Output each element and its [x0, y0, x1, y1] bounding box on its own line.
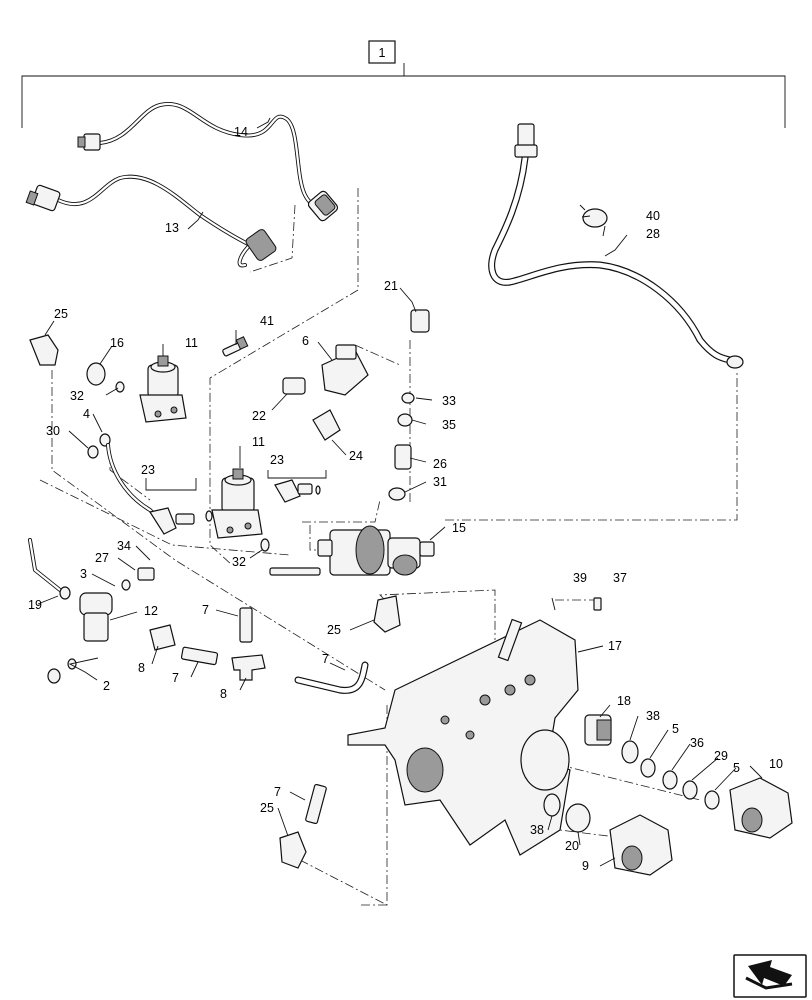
callout-6: 6: [302, 334, 309, 348]
callout-31: 31: [433, 475, 447, 489]
callout-41: 41: [260, 314, 274, 328]
callout-26: 26: [433, 457, 447, 471]
coupler-18: [584, 714, 612, 746]
leader-lines: [37, 117, 763, 867]
callout-37: 37: [613, 571, 627, 585]
callout-8b: 8: [220, 687, 227, 701]
callout-12: 12: [144, 604, 158, 618]
wire-harness-13: [25, 174, 277, 268]
callout-2: 2: [103, 679, 110, 693]
callout-14: 14: [234, 125, 248, 139]
callout-23a: 23: [141, 463, 155, 477]
callout-13: 13: [165, 221, 179, 235]
callout-25a: 25: [54, 307, 68, 321]
callout-7b: 7: [322, 652, 329, 666]
wire-harness-14: [77, 102, 339, 222]
callout-11a: 11: [185, 336, 198, 350]
callout-35: 35: [442, 418, 456, 432]
callout-16: 16: [110, 336, 124, 350]
callout-32a: 32: [70, 389, 84, 403]
solenoid-valve-11-upper: [139, 355, 187, 423]
callout-38b: 38: [530, 823, 544, 837]
elbow-25-lower: [279, 831, 307, 869]
callout-11b: 11: [252, 435, 265, 449]
callout-9: 9: [582, 859, 589, 873]
callout-20: 20: [565, 839, 579, 853]
callout-5b: 5: [733, 761, 740, 775]
callout-5a: 5: [672, 722, 679, 736]
hose-28: [488, 123, 744, 369]
valve-block-15: [317, 525, 435, 576]
callout-19: 19: [28, 598, 42, 612]
assembly-bracket: [21, 40, 786, 128]
callout-27: 27: [95, 551, 109, 565]
callout-39: 39: [573, 571, 587, 585]
callout-7a: 7: [202, 603, 209, 617]
callout-33: 33: [442, 394, 456, 408]
coupler-10: [729, 777, 793, 839]
callout-22: 22: [252, 409, 266, 423]
callout-38a: 38: [646, 709, 660, 723]
callout-25b: 25: [327, 623, 341, 637]
callout-28: 28: [646, 227, 660, 241]
callout-23b: 23: [270, 453, 284, 467]
callout-18: 18: [617, 694, 631, 708]
filter-12: [28, 538, 155, 684]
callout-7d: 7: [274, 785, 281, 799]
elbow-25-middle: [373, 595, 401, 633]
tubes-7: [180, 607, 369, 825]
parts-37-39: [551, 597, 602, 611]
callout-10: 10: [769, 757, 783, 771]
callout-40: 40: [646, 209, 660, 223]
mounting-plate-17: [347, 618, 579, 856]
callout-29: 29: [714, 749, 728, 763]
callout-30: 30: [46, 424, 60, 438]
hose-clamp-40: [579, 204, 608, 237]
tee-fittings-8: [149, 624, 266, 681]
callout-24: 24: [349, 449, 363, 463]
callout-8a: 8: [138, 661, 145, 675]
callout-3: 3: [80, 567, 87, 581]
callout-labels: 1 14 13 40 28 21 25 41 11 16 6 32 33 22 …: [28, 46, 783, 873]
callout-17: 17: [608, 639, 622, 653]
callout-21: 21: [384, 279, 398, 293]
callout-25c: 25: [260, 801, 274, 815]
retaining-rings: [543, 740, 720, 817]
callout-34: 34: [117, 539, 131, 553]
callout-15: 15: [452, 521, 466, 535]
callout-36: 36: [690, 736, 704, 750]
coupler-9: [609, 814, 673, 876]
callout-32b: 32: [232, 555, 246, 569]
callout-1: 1: [379, 46, 386, 60]
solenoid-valve-11-lower: [211, 468, 263, 539]
callout-4: 4: [83, 407, 90, 421]
coupler-20: [565, 803, 591, 833]
fittings: [29, 309, 430, 576]
next-page-arrow-icon[interactable]: [733, 954, 807, 998]
callout-7c: 7: [172, 671, 179, 685]
